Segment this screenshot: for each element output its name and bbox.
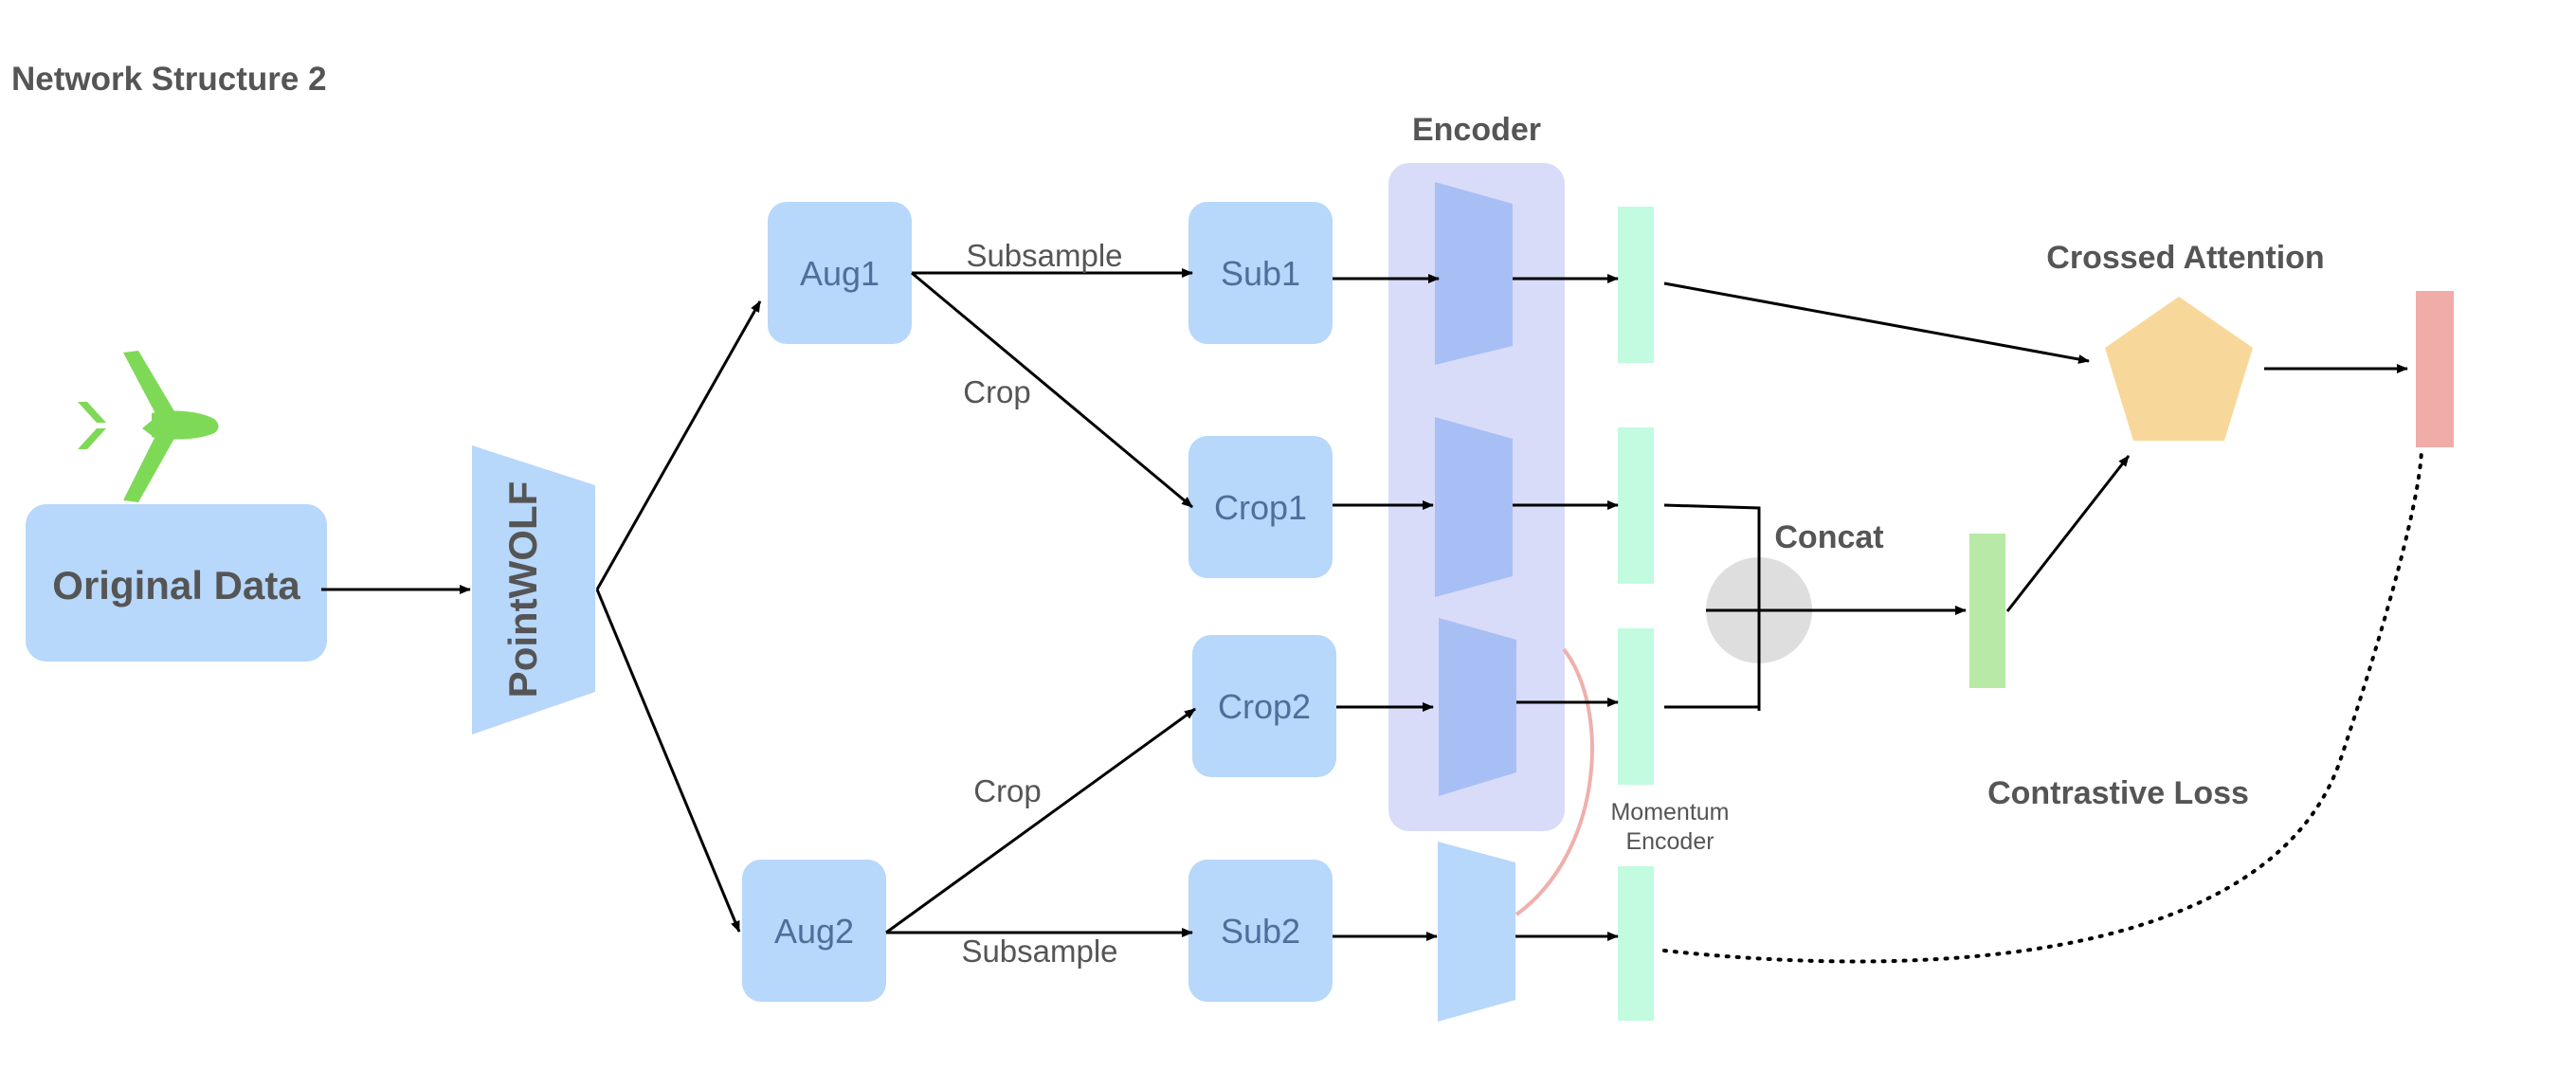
- aug1-label: Aug1: [800, 254, 880, 293]
- contrastive-loss-curve: [1662, 445, 2423, 964]
- edge-label-aug2-crop: Crop: [973, 773, 1042, 808]
- output-vector: [2416, 291, 2454, 447]
- encoder-block-3: [1439, 618, 1516, 796]
- momentum-encoder-label-line1: Momentum: [1610, 799, 1729, 825]
- sub2-label: Sub2: [1221, 912, 1300, 951]
- edge-concatvec-to-attention: [2005, 455, 2131, 612]
- concat-label: Concat: [1774, 519, 1883, 555]
- crossed-attention-label: Crossed Attention: [2046, 240, 2324, 276]
- edge-label-aug1-crop: Crop: [963, 374, 1031, 409]
- crossed-attention-pentagon: [2105, 297, 2253, 441]
- original-data-label: Original Data: [52, 563, 300, 607]
- contrastive-loss-label: Contrastive Loss: [1987, 775, 2249, 811]
- feature-vector-3: [1618, 628, 1654, 785]
- diagram-title: Network Structure 2: [11, 61, 327, 98]
- crop2-box: [1192, 635, 1336, 777]
- original-data-box: [26, 504, 327, 662]
- aug2-box: [742, 860, 886, 1002]
- feature-vector-1: [1618, 207, 1654, 363]
- crop2-label: Crop2: [1218, 687, 1311, 726]
- airplane-icon: [78, 351, 219, 502]
- encoder-block-2: [1435, 417, 1513, 597]
- sub1-label: Sub1: [1221, 254, 1300, 293]
- crop1-box: [1188, 436, 1333, 578]
- edge-label-aug2-subsample: Subsample: [961, 934, 1117, 969]
- edge-feature1-to-attention: [1663, 281, 2090, 364]
- edge-pointwolf-to-aug2: [595, 589, 741, 933]
- edge-label-aug1-subsample: Subsample: [966, 238, 1122, 273]
- pointwolf-label: PointWOLF: [500, 481, 545, 698]
- momentum-update-arc: [1515, 647, 1594, 916]
- momentum-encoder-label-line2: Encoder: [1625, 828, 1714, 855]
- sub1-box: [1188, 202, 1333, 344]
- edge-aug2-to-crop2: [885, 707, 1196, 934]
- edge-aug1-to-crop1: [911, 271, 1193, 509]
- encoder-label: Encoder: [1412, 112, 1541, 148]
- momentum-encoder-block: [1438, 842, 1515, 1022]
- pointwolf-block: [472, 445, 595, 734]
- encoder-block-1: [1435, 182, 1513, 365]
- feature-vector-momentum: [1618, 866, 1654, 1021]
- edge-pointwolf-to-aug1: [595, 300, 762, 590]
- edge-feature2-to-concat: [1663, 503, 1761, 711]
- aug2-label: Aug2: [774, 912, 854, 951]
- aug1-box: [768, 202, 912, 344]
- concat-output-vector: [1969, 534, 2005, 688]
- feature-vector-2: [1618, 427, 1654, 584]
- sub2-box: [1188, 860, 1333, 1002]
- crop1-label: Crop1: [1214, 488, 1307, 527]
